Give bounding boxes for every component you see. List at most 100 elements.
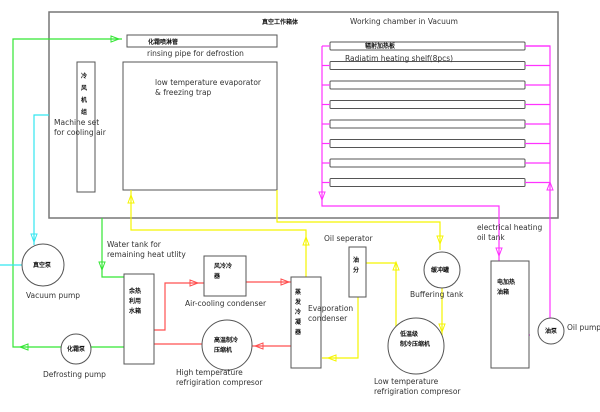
water-tank-cn-2: 水箱 (129, 307, 141, 315)
arrow-left-hicomp (253, 342, 264, 350)
evap-condenser-cn-1: 发 (294, 298, 301, 306)
evaporation-condenser (290, 276, 322, 369)
electrical-heating-oil-tank (490, 260, 530, 369)
arrow-right-aircond (189, 279, 200, 287)
high-temp-compressor (201, 319, 253, 371)
low-compressor-label-1: Low temperature (374, 377, 439, 386)
oil-tank-label-2: oil tank (477, 233, 505, 242)
defrosting-pump-cn: 化霜泵 (67, 345, 86, 353)
arrow-down-lowcomp (438, 323, 446, 334)
rinsing-pipe (126, 34, 278, 48)
oil-pump-cn: 油泵 (545, 327, 558, 335)
chamber-title-cn: 真空工作箱体 (262, 18, 299, 26)
high-compressor-label-1: High temperature (176, 368, 243, 377)
high-compressor-cn-0: 高温制冷 (214, 336, 238, 344)
oil-tank-cn-1: 油箱 (497, 288, 509, 296)
air-condenser-label: Air-cooling condenser (185, 299, 267, 308)
arrow-down-vacpump (30, 233, 38, 244)
oil-separator-cn-1: 分 (353, 266, 359, 274)
heating-shelf-label: Radiatim heating shelf(8pcs) (345, 54, 453, 63)
oil-separator (348, 246, 367, 298)
rinsing-pipe-cn: 化霜喷淋管 (148, 38, 178, 46)
air-cooling-condenser (203, 255, 247, 297)
evaporator-freezing-trap (122, 61, 278, 191)
arrow-left-evapcond (326, 354, 337, 362)
low-compressor-cn-1: 制冷压缩机 (400, 340, 430, 348)
low-compressor-cn-0: 低温级 (399, 330, 418, 338)
yellow-sep-to-evapcond (322, 296, 359, 359)
cooling-machine-label-2: for cooling air (54, 128, 107, 137)
heating-shelf (329, 139, 526, 148)
arrow-right-evapcond (280, 278, 291, 286)
evap-condenser-cn-2: 冷 (295, 308, 301, 316)
heating-shelf (329, 100, 526, 109)
defrosting-pump (60, 333, 92, 365)
yellow-evapcond-to-trap (130, 190, 307, 277)
water-tank-cn-0: 余热 (128, 287, 141, 295)
water-tank (123, 273, 155, 365)
water-tank-label-1: Water tank for (107, 240, 162, 249)
oil-pump-up (526, 45, 551, 322)
defrost-water-circuit (12, 35, 124, 351)
oil-tank-label-1: electrical heating (477, 223, 542, 232)
yellow-lowcomp-to-sep (366, 262, 397, 328)
buffering-tank (423, 251, 461, 289)
arrow-down-tank (98, 261, 106, 272)
arrow-up-right-shelf (546, 180, 554, 191)
water-tank-label-2: remaining heat utlity (107, 250, 186, 259)
cooling-machine-cn-1: 风 (81, 84, 87, 92)
heating-shelf-cn: 辐射加热板 (365, 42, 396, 50)
heating-shelf (329, 119, 526, 129)
buffer-tank-label: Buffering tank (410, 290, 464, 299)
heating-shelf (329, 80, 526, 90)
evap-condenser-label-1: Evaporation (308, 304, 353, 313)
evap-condenser-cn-4: 器 (294, 328, 302, 336)
air-condenser-cn-1: 器 (213, 272, 221, 280)
heating-shelf (329, 178, 526, 187)
arrow-up-evapcond (302, 235, 310, 246)
evaporator-label-2: & freezing trap (155, 88, 212, 97)
high-compressor-label-2: refrigiration compresor (176, 378, 263, 387)
defrosting-pump-label: Defrosting pump (43, 370, 106, 379)
arrow-up-trap (127, 193, 135, 204)
cooling-air-machine (76, 61, 96, 193)
arrow-right-rinsing (110, 35, 121, 43)
high-compressor-cn-1: 压缩机 (214, 346, 232, 354)
green-defrost-to-pipe (12, 38, 122, 348)
heating-shelf (329, 158, 526, 168)
arrow-down-left-shelf (318, 191, 326, 202)
oil-separator-cn-0: 油 (353, 256, 359, 264)
oil-circuit (318, 45, 554, 336)
green-chamber-to-tank (101, 218, 124, 278)
vacuum-circuit (0, 114, 49, 266)
cooling-machine-cn-0: 冷 (81, 72, 87, 80)
vacuum-pump (21, 243, 65, 287)
oil-supply-left (321, 46, 500, 262)
heating-shelves (322, 41, 550, 187)
cooling-machine-cn-3: 组 (81, 108, 87, 116)
arrow-left-defrost (18, 343, 29, 351)
vacuum-pump-label: Vacuum pump (26, 291, 80, 300)
rinsing-pipe-label: rinsing pipe for defrostion (147, 49, 244, 58)
oil-pump-label: Oil pump (567, 323, 600, 332)
evap-condenser-label-2: condenser (308, 314, 348, 323)
buffer-tank-cn: 缓冲罐 (431, 266, 449, 274)
oil-tank-cn-0: 电加热 (497, 278, 515, 286)
evap-condenser-cn-3: 凝 (295, 318, 302, 326)
low-compressor-label-2: refrigiration compresor (374, 387, 461, 396)
evap-condenser-cn-0: 蒸 (295, 288, 301, 296)
arrow-up-sep-line (392, 260, 400, 271)
arrow-down-buffer (436, 235, 444, 246)
oil-pump (537, 317, 565, 345)
vacuum-pump-cn: 真空泵 (33, 261, 52, 269)
low-temp-compressor (387, 317, 445, 375)
heating-shelf (329, 41, 526, 51)
refrigerant-low-circuit (127, 190, 446, 362)
cooling-machine-cn-2: 机 (81, 96, 87, 104)
chamber-title-en: Working chamber in Vacuum (350, 17, 458, 26)
cyan-chamber-to-vacpump (33, 114, 49, 245)
air-condenser-cn-0: 风冷冷 (214, 262, 232, 270)
arrow-down-oil-tank (495, 247, 503, 258)
cooling-machine-label-1: Machine set (54, 118, 99, 127)
